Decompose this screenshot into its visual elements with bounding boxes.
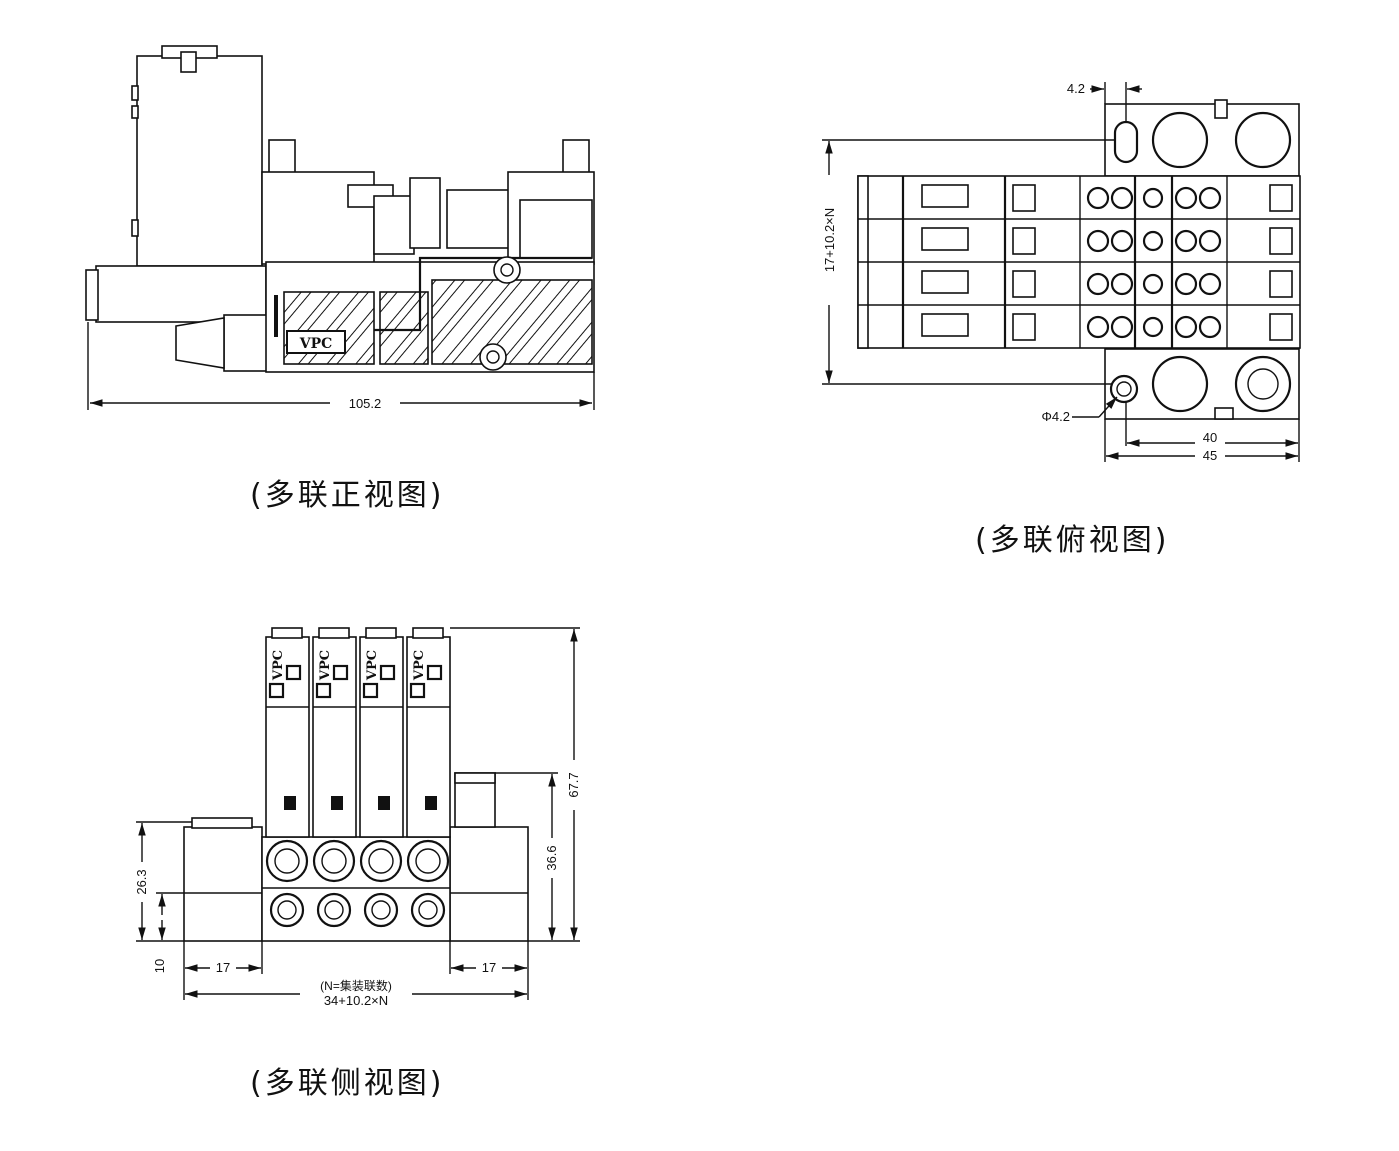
front-width-dim: 105.2 [349,396,382,411]
side-block-height-dim: 26.3 [134,869,149,894]
top-hole-dim: Φ4.2 [1042,409,1070,424]
side-brand-label-1: VPC [271,650,286,681]
side-valve-stack: VPC VPC VPC VPC [265,627,451,928]
side-total-height-dim: 67.7 [566,772,581,797]
side-base-height-dim: 10 [152,959,167,973]
side-end-block-right [449,826,529,942]
top-offset-dim: 4.2 [1067,81,1085,96]
top-inner-width-dim: 40 [1203,430,1217,445]
side-end-block-left [183,826,263,942]
side-left-margin-dim: 17 [216,960,230,975]
top-view: 4.2 17+10.2×N Φ4.2 40 45 [822,81,1301,463]
front-view: VPC 105.2 [85,45,595,411]
side-fitting-height-dim: 36.6 [544,845,559,870]
side-view: VPC VPC VPC VPC 67.7 [134,627,581,1008]
front-brand-label: VPC [299,336,333,352]
side-formula-dim: 34+10.2×N [324,993,388,1008]
side-brand-label-2: VPC [318,650,333,681]
side-formula-note: (N=集装联数) [320,978,392,993]
sensor-box [136,55,263,267]
side-right-margin-dim: 17 [482,960,496,975]
top-valve-rows [857,175,1301,349]
top-outer-width-dim: 45 [1203,448,1217,463]
top-base-lower [1104,348,1300,420]
front-brand-plate [286,330,346,354]
side-brand-label-4: VPC [412,650,427,681]
caption-front-view: (多联正视图) [250,478,445,513]
caption-top-view: (多联俯视图) [975,523,1170,558]
side-brand-label-3: VPC [365,650,380,681]
top-height-dim: 17+10.2×N [822,208,837,272]
caption-side-view: (多联侧视图) [250,1066,445,1101]
